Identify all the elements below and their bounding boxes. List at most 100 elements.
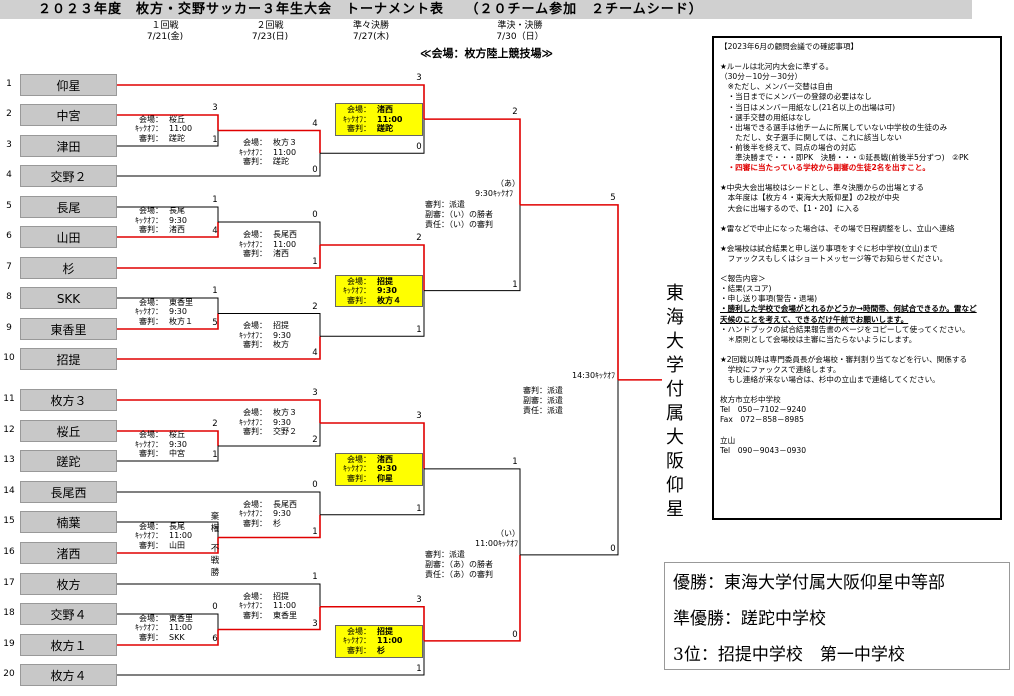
champion-char: 学 <box>666 355 684 376</box>
team-name: 杉 <box>20 257 117 279</box>
match-field-label: 会場： <box>139 206 163 215</box>
sf-line-bottom <box>424 554 521 642</box>
match-field-label: 会場： <box>243 408 267 417</box>
note-line <box>720 345 994 355</box>
match-field-label: ｷｯｸｵﾌ： <box>239 601 267 611</box>
note-line: ・前後半を終えて、同点の場合の対応 <box>720 142 856 152</box>
score: 1 <box>512 456 518 467</box>
champion-label: 東海大学付属大阪仰星 <box>664 282 686 522</box>
match-field-label: 審判： <box>347 295 371 305</box>
r1-line-bottom <box>117 537 219 554</box>
note-line <box>720 264 994 274</box>
qf-line-bottom <box>320 119 425 154</box>
r1-line-top <box>117 114 219 131</box>
match-field-label: 審判： <box>139 316 163 326</box>
match-field-value: 9:30 <box>169 439 187 449</box>
note-line: ・結果(スコア) <box>720 284 772 294</box>
match-field-label: ｷｯｸｵﾌ： <box>343 286 371 296</box>
match-field-label: 会場： <box>347 276 371 286</box>
team-name: SKK <box>20 287 117 309</box>
match-field-label: ｷｯｸｵﾌ： <box>135 531 163 541</box>
team-number: 17 <box>3 578 15 588</box>
match-field-value: 長尾西 <box>273 230 297 239</box>
score: 5 <box>610 192 616 203</box>
sf-subreferee: 副審：（あ）の勝者 <box>425 559 493 569</box>
match-field-label: ｷｯｸｵﾌ： <box>135 439 163 449</box>
note-line: ・申し送り事項(警告・退場) <box>720 294 818 304</box>
team-number: 7 <box>6 262 12 272</box>
team-number: 5 <box>6 201 12 211</box>
note-line: ★会場校は試合結果と申し送り事項をすぐに杉中学校(立山)まで <box>720 243 938 253</box>
match-field-label: ｷｯｸｵﾌ： <box>135 215 163 225</box>
match-field-value: 東香里 <box>273 610 297 620</box>
notes-box: 【2023年6月の顧問会議での確認事項】 ★ルールは北河内大会に準ずる。（30分… <box>712 36 1002 520</box>
score: 3 <box>312 388 318 398</box>
match-field-label: 審判： <box>347 646 371 656</box>
match-field-value: 長尾 <box>169 521 185 531</box>
match-field-label: ｷｯｸｵﾌ： <box>343 636 371 646</box>
r2-line-bottom <box>218 606 321 631</box>
match-venue: 会場：枚方３ <box>232 138 297 148</box>
note-line: ・当日までにメンバーの登録の必要はなし <box>720 92 872 102</box>
result-runner-up: 準優勝：蹉跎中学校 <box>673 609 826 629</box>
match-field-value: 蹉跎 <box>377 124 393 134</box>
note-line: ・四審に当たっている学校から副審の生徒2名を出すこと。 <box>720 163 930 173</box>
match-field-label: 会場： <box>139 114 163 124</box>
score: 0 <box>512 629 518 640</box>
match-referee: 審判：蹉跎 <box>232 157 297 167</box>
score: 棄権 <box>210 512 220 534</box>
match-field-value: 枚方３ <box>273 408 297 417</box>
score: 2 <box>212 419 218 429</box>
match-referee: 審判：枚方４ <box>336 296 422 306</box>
match-field-value: 渚西 <box>377 454 393 464</box>
note-line: ★ルールは北河内大会に準ずる。 <box>720 62 834 72</box>
match-kickoff: ｷｯｸｵﾌ：11:00 <box>128 124 192 134</box>
match-referee: 審判：中宮 <box>128 449 187 459</box>
match-kickoff: ｷｯｸｵﾌ：11:00 <box>336 636 422 646</box>
r2-line-bottom <box>117 245 321 269</box>
match-field-value: 招提 <box>377 626 393 636</box>
score: 4 <box>312 118 318 129</box>
team-name: 東香里 <box>20 318 117 340</box>
match-field-value: 9:30 <box>273 509 291 519</box>
team-name: 渚西 <box>20 542 117 564</box>
team-name: 中宮 <box>20 104 117 126</box>
match-venue: 会場：桜丘 <box>128 115 192 125</box>
r1-line-top <box>117 430 219 446</box>
r2-line-top <box>218 129 321 154</box>
results-box: 優勝：東海大学付属大阪仰星中等部 準優勝：蹉跎中学校 3位：招提中学校 第一中学… <box>664 562 1010 670</box>
score: 3 <box>312 618 318 629</box>
match-venue: 会場：招提 <box>232 592 297 602</box>
score: 2 <box>416 233 422 243</box>
match-venue: 会場：渚西 <box>336 105 422 115</box>
score: 2 <box>312 301 318 312</box>
qf-line-bottom <box>320 290 425 337</box>
match-field-value: 9:30 <box>377 464 397 474</box>
final-referee: 審判：派遣 <box>523 385 563 395</box>
match-field-value: 蹉跎 <box>273 157 289 167</box>
match-field-label: ｷｯｸｵﾌ： <box>239 239 267 249</box>
r2-line-top <box>218 221 321 245</box>
r1-line-bottom <box>117 313 219 330</box>
note-line: Fax 072－858－8985 <box>720 415 804 425</box>
score: 4 <box>312 348 318 358</box>
team-number: 1 <box>6 79 12 89</box>
r2-line-top <box>117 583 321 607</box>
score: 3 <box>416 411 422 421</box>
note-line: ＊原則として会場校は主審に当たらないようにします。 <box>720 334 917 344</box>
r2-line-bottom <box>117 336 321 360</box>
venue-label: ≪会場：枚方陸上競技場≫ <box>420 47 554 60</box>
match-kickoff: ｷｯｸｵﾌ：9:30 <box>232 509 297 519</box>
r2-line-top <box>117 399 321 423</box>
sf-referee: 審判：派遣 <box>425 549 465 559</box>
team-number: 14 <box>3 486 15 496</box>
score: 不戦勝 <box>210 544 220 578</box>
note-line: ★2回戦以降は専門委員長が会場校・審判割り当てなどを行い、関係する <box>720 354 968 364</box>
match-field-value: 11:00 <box>273 147 297 157</box>
